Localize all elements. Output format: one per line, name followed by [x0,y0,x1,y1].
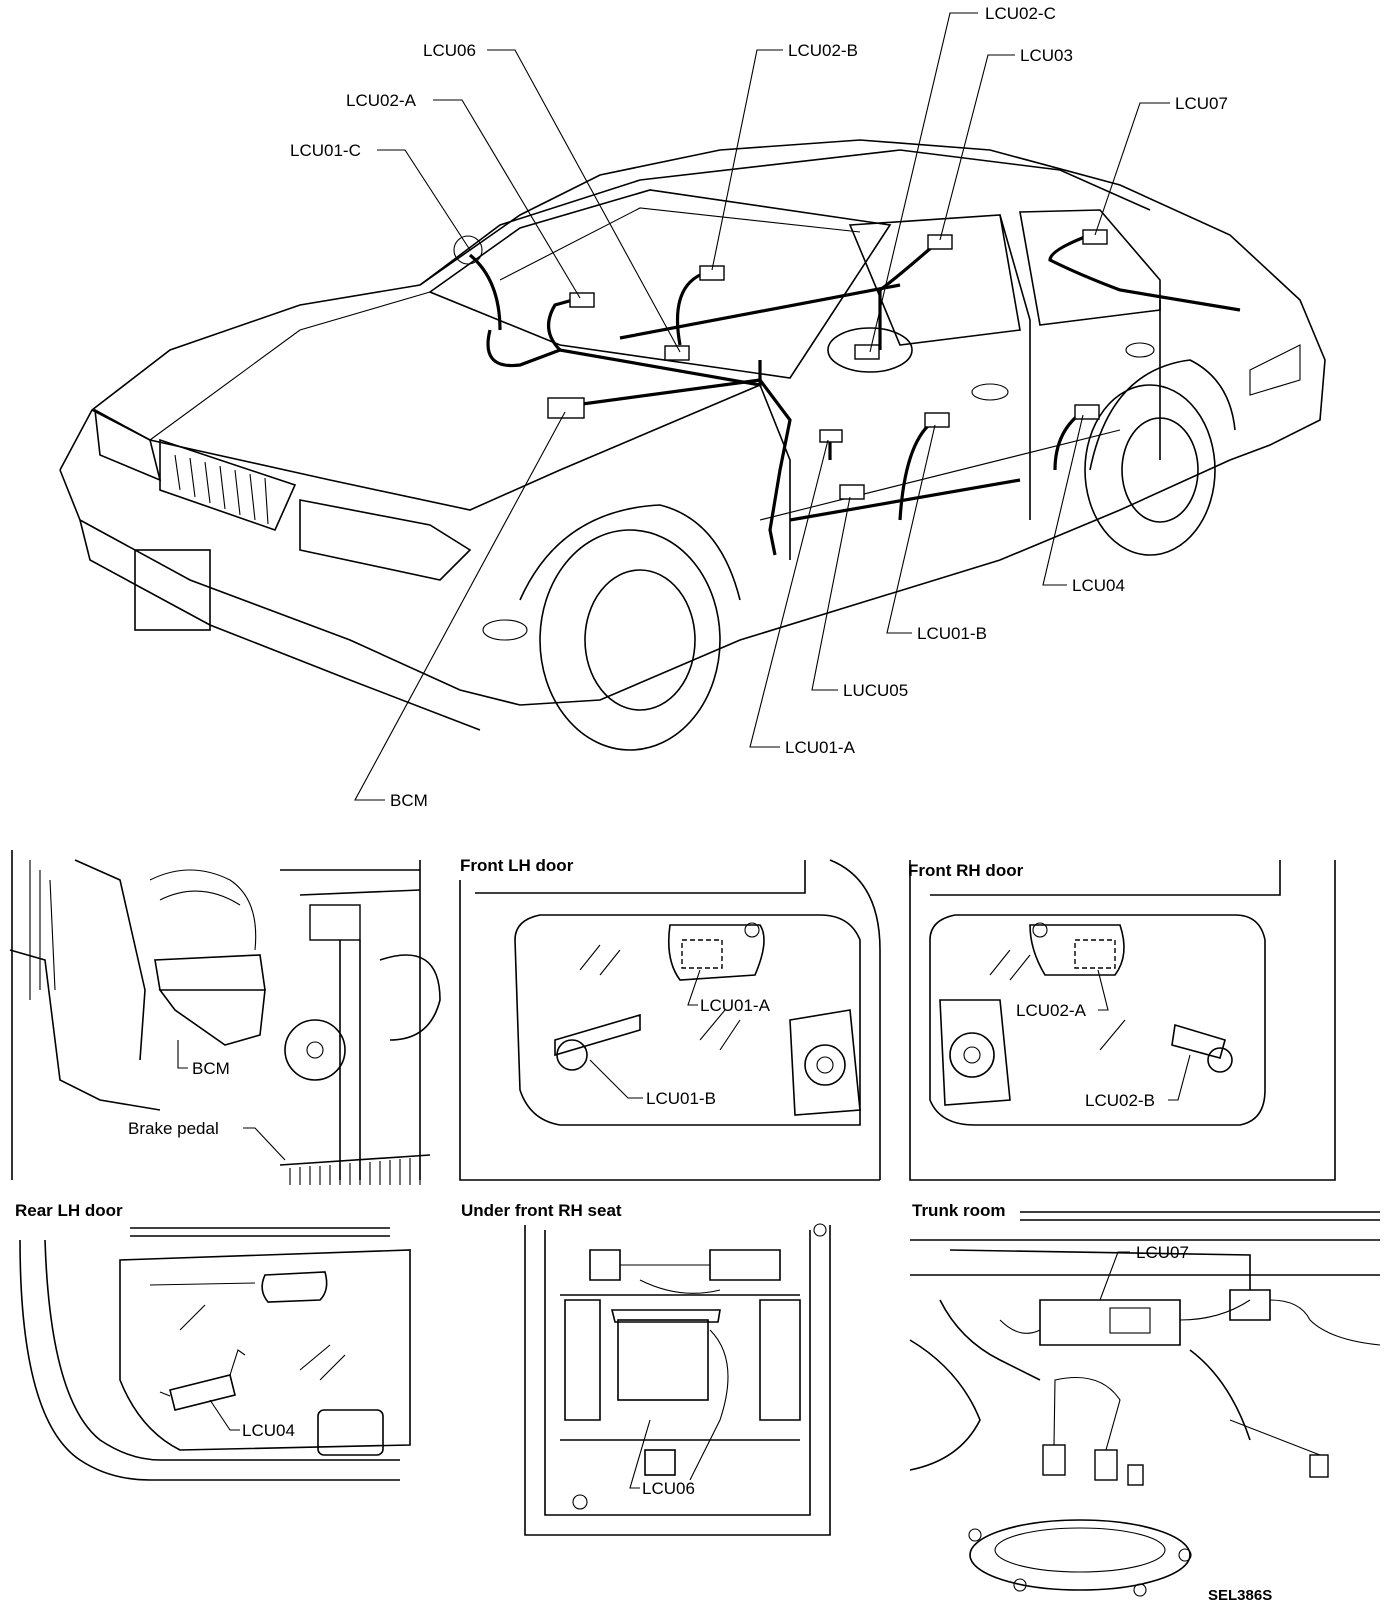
car-illustration [59,139,1326,751]
label-lucu05: LUCU05 [843,681,908,700]
front-rh-lcu02-a-label: LCU02-A [1016,1001,1087,1020]
car-connectors [547,229,1108,500]
panel-rear-lh-door: Rear LH door LCU04 [15,1201,411,1481]
front-rh-lcu02-b-label: LCU02-B [1085,1091,1155,1110]
rear-lh-lcu04-label: LCU04 [242,1421,295,1440]
wiring-harness [468,233,1241,556]
panel-bcm-area: BCM Brake pedal [9,850,441,1185]
label-lcu02-b: LCU02-B [788,41,858,60]
label-bcm: BCM [390,791,428,810]
car-labels: LCU02-C LCU06 LCU02-B LCU03 LCU02-A LCU0… [290,4,1228,810]
front-lh-lcu01-a-label: LCU01-A [700,996,771,1015]
label-lcu02-a: LCU02-A [346,91,417,110]
figure-code: SEL386S [1208,1587,1272,1604]
under-seat-title: Under front RH seat [461,1201,622,1220]
front-lh-door-title: Front LH door [460,856,574,875]
label-lcu01-a: LCU01-A [785,738,856,757]
label-lcu03: LCU03 [1020,46,1073,65]
label-lcu02-c: LCU02-C [985,4,1056,23]
panel-front-rh-door: Front RH door LCU02-A LCU02-B [908,860,1336,1181]
front-lh-lcu01-b-label: LCU01-B [646,1089,716,1108]
label-lcu07: LCU07 [1175,94,1228,113]
rear-lh-door-title: Rear LH door [15,1201,123,1220]
panel-bcm-label: BCM [192,1059,230,1078]
under-seat-lcu06-label: LCU06 [642,1479,695,1498]
front-rh-door-title: Front RH door [908,861,1024,880]
car-leader-lines [354,12,1170,801]
trunk-room-title: Trunk room [912,1201,1006,1220]
panel-front-lh-door: Front LH door LCU01-A LCU01-B [459,856,881,1181]
label-lcu06: LCU06 [423,41,476,60]
label-lcu01-b: LCU01-B [917,624,987,643]
label-lcu04: LCU04 [1072,576,1125,595]
label-lcu01-c: LCU01-C [290,141,361,160]
panel-trunk-room: Trunk room LCU07 [909,1201,1381,1597]
brake-pedal-label: Brake pedal [128,1119,219,1138]
panel-under-seat: Under front RH seat LCU06 [461,1201,831,1536]
trunk-lcu07-label: LCU07 [1136,1243,1189,1262]
